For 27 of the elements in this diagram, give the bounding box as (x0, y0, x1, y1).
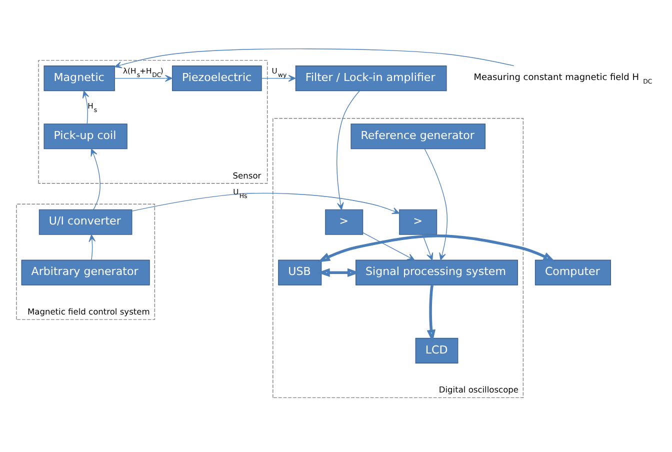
arrow (114, 74, 173, 82)
arrow (422, 234, 434, 260)
node-box: USB (278, 260, 322, 286)
arrow (261, 74, 296, 82)
node-box: Piezoelectric (172, 66, 262, 92)
node-box: Pick-up coil (44, 124, 128, 150)
node-box: Arbitrary generator (21, 260, 150, 286)
arrow (88, 234, 96, 260)
node-text: Measuring constant magnetic field H$_{DC}$ (474, 72, 652, 86)
node-box: > (325, 209, 364, 235)
node-box: LCD (415, 338, 458, 364)
node-box: Filter / Lock-in amplifier (295, 66, 447, 92)
arrow (132, 192, 400, 214)
arrow (90, 148, 100, 210)
node-box: Reference generator (350, 124, 486, 150)
arrow (82, 90, 90, 124)
node-box: Computer (534, 260, 611, 286)
arrow (336, 90, 360, 210)
arrow (317, 268, 360, 277)
node-box: U/I converter (38, 209, 132, 235)
arrow (362, 232, 415, 260)
arrow (114, 48, 514, 68)
arrow (424, 148, 448, 260)
node-box: Signal processing system (356, 260, 518, 286)
node-box: > (399, 209, 438, 235)
arrow (318, 234, 556, 262)
node-box: Magnetic (44, 66, 115, 92)
